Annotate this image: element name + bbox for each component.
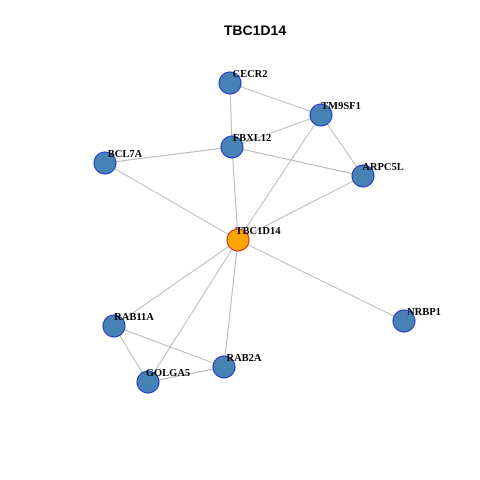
diagram-title: TBC1D14 <box>224 22 286 38</box>
node-label-arpc5l: ARPC5L <box>362 162 403 173</box>
node-label-bcl7a: BCL7A <box>108 149 143 160</box>
node-tm9sf1[interactable] <box>309 103 333 127</box>
node-label-rab2a: RAB2A <box>226 353 261 364</box>
edge-golga5-rab2a <box>147 366 225 383</box>
node-golga5[interactable] <box>136 370 160 394</box>
node-label-fbxl12: FBXL12 <box>233 133 272 144</box>
node-rab11a[interactable] <box>102 314 126 338</box>
node-label-tbc1d14: TBC1D14 <box>236 226 282 237</box>
node-label-nrbp1: NRBP1 <box>407 307 441 318</box>
node-bcl7a[interactable] <box>93 151 117 175</box>
node-label-rab11a: RAB11A <box>114 312 154 323</box>
node-fbxl12[interactable] <box>220 135 244 159</box>
node-arpc5l[interactable] <box>351 164 375 188</box>
edge-fbxl12-tbc1d14 <box>231 146 239 241</box>
edge-tbc1d14-rab11a <box>113 239 239 327</box>
edge-tm9sf1-tbc1d14 <box>237 114 322 241</box>
edge-tbc1d14-rab2a <box>223 239 239 368</box>
node-tbc1d14[interactable] <box>226 228 250 252</box>
node-layer <box>93 71 416 394</box>
edge-fbxl12-tm9sf1 <box>231 114 322 148</box>
node-nrbp1[interactable] <box>392 309 416 333</box>
edge-cecr2-tm9sf1 <box>229 82 322 116</box>
edge-tm9sf1-arpc5l <box>320 114 364 177</box>
edge-bcl7a-tbc1d14 <box>104 162 239 241</box>
node-label-cecr2: CECR2 <box>232 69 267 80</box>
edge-tbc1d14-nrbp1 <box>237 239 405 322</box>
edge-fbxl12-arpc5l <box>231 146 364 177</box>
node-label-tm9sf1: TM9SF1 <box>321 101 361 112</box>
edge-fbxl12-bcl7a <box>104 146 233 164</box>
edge-rab11a-rab2a <box>113 325 225 368</box>
node-cecr2[interactable] <box>218 71 242 95</box>
edge-arpc5l-tbc1d14 <box>237 175 364 241</box>
edge-layer <box>104 82 405 383</box>
node-rab2a[interactable] <box>212 355 236 379</box>
node-label-golga5: GOLGA5 <box>146 368 190 379</box>
edge-tbc1d14-golga5 <box>147 239 239 383</box>
